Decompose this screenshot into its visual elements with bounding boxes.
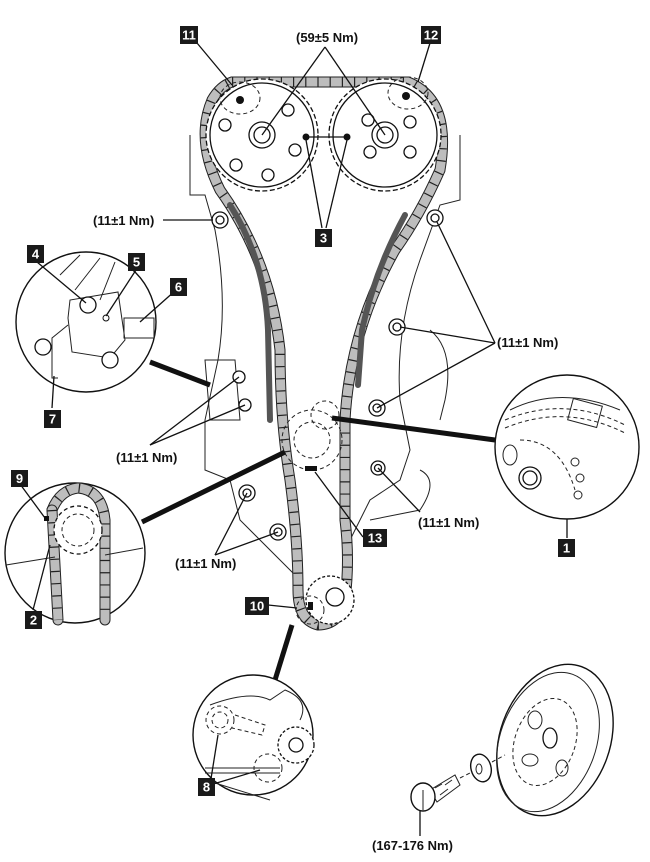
svg-text:4: 4 bbox=[32, 247, 40, 262]
cam-timing-marks bbox=[302, 133, 351, 141]
leader-lines bbox=[19, 42, 496, 786]
callout-badge-13: 13 bbox=[363, 529, 387, 547]
svg-text:12: 12 bbox=[424, 28, 438, 43]
torque-right-lower: (11±1 Nm) bbox=[418, 515, 479, 530]
svg-text:2: 2 bbox=[30, 613, 37, 628]
callout-badge-5: 5 bbox=[128, 253, 145, 271]
callout-badge-1: 1 bbox=[558, 539, 575, 557]
torque-crank-pulley-bolt: (167-176 Nm) bbox=[372, 838, 453, 853]
marker-12-zone bbox=[387, 76, 429, 110]
washer bbox=[469, 753, 493, 783]
torque-tensioner: (11±1 Nm) bbox=[116, 450, 177, 465]
callout-badge-4: 4 bbox=[27, 245, 44, 263]
svg-text:7: 7 bbox=[49, 412, 56, 427]
svg-text:9: 9 bbox=[16, 471, 23, 486]
torque-left-guide-upper: (11±1 Nm) bbox=[93, 213, 154, 228]
svg-text:1: 1 bbox=[563, 541, 570, 556]
cover-bolts bbox=[211, 209, 444, 541]
torque-left-lower: (11±1 Nm) bbox=[175, 556, 236, 571]
callout-badge-3: 3 bbox=[315, 229, 332, 247]
callout-badge-12: 12 bbox=[421, 26, 441, 44]
torque-camshaft-sprockets: (59±5 Nm) bbox=[296, 30, 358, 45]
svg-text:13: 13 bbox=[368, 531, 382, 546]
callout-badge-10: 10 bbox=[245, 597, 269, 615]
svg-text:5: 5 bbox=[133, 255, 140, 270]
svg-text:3: 3 bbox=[320, 231, 327, 246]
tensioner-detail-view bbox=[15, 251, 211, 393]
marker-11-zone bbox=[219, 81, 261, 115]
callout-badge-8: 8 bbox=[198, 778, 215, 796]
svg-text:11: 11 bbox=[182, 28, 196, 43]
svg-text:6: 6 bbox=[175, 280, 182, 295]
callout-badge-6: 6 bbox=[170, 278, 187, 296]
svg-text:10: 10 bbox=[250, 599, 264, 614]
torque-right-guide: (11±1 Nm) bbox=[497, 335, 558, 350]
callout-badge-11: 11 bbox=[180, 26, 198, 44]
svg-text:8: 8 bbox=[203, 780, 210, 795]
oil-pump-detail-view bbox=[192, 624, 315, 801]
left-chain-guide bbox=[227, 202, 273, 423]
crank-timing-detail-view bbox=[4, 449, 287, 626]
crankshaft-sprocket bbox=[281, 400, 343, 471]
crankshaft-pulley bbox=[496, 663, 614, 817]
callout-badge-2: 2 bbox=[25, 611, 42, 629]
pulley-bolt bbox=[410, 754, 506, 836]
right-chain-guide bbox=[355, 212, 408, 388]
callout-badge-7: 7 bbox=[44, 410, 61, 428]
callout-badge-9: 9 bbox=[11, 470, 28, 487]
oil-pump-sprocket bbox=[295, 575, 355, 625]
pulley-mark-detail-view bbox=[331, 374, 640, 538]
engine-cover-outline bbox=[189, 135, 461, 581]
